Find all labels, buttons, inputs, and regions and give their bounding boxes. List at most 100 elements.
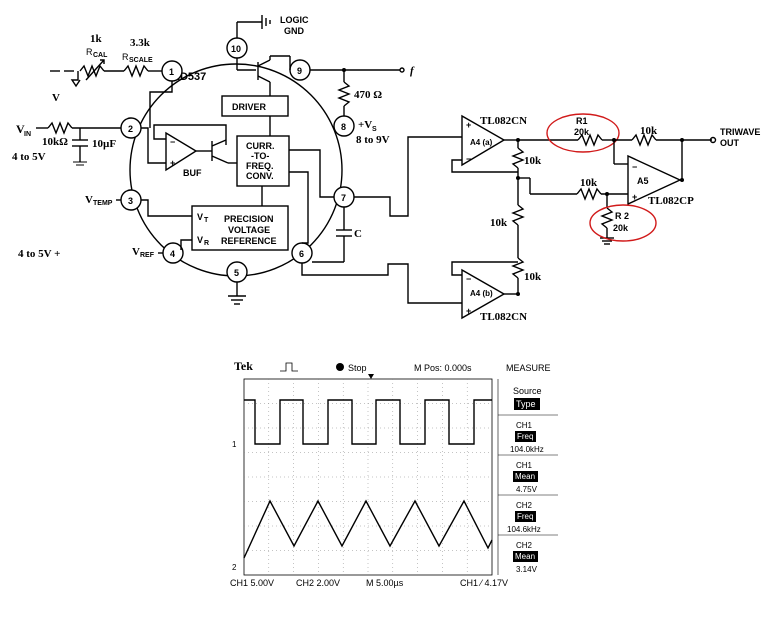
resistor-ladder (504, 139, 525, 295)
ref-label-2: VOLTAGE (228, 225, 270, 235)
measure-2-value: Mean (515, 472, 535, 481)
ch1-square-wave-trace (244, 399, 492, 445)
m-pos-readout: M Pos: 0.000s (414, 363, 472, 373)
circuit-schematic: AD537 LOGIC GND 10 1 9 2 8 3 7 4 6 5 (12, 15, 760, 323)
trigger-readout: CH1 ⁄ 4.17V (460, 578, 508, 588)
trigger-pulse-icon (280, 362, 298, 372)
conv-label-4: CONV. (246, 171, 274, 181)
rscale-value: 3.3k (130, 37, 151, 49)
f-output-terminal (399, 67, 405, 73)
vr-sub: R (204, 240, 209, 247)
svg-text:−: − (170, 137, 175, 147)
measure-4-label: CH2 (516, 541, 533, 550)
output-transistor (236, 55, 291, 96)
vref-sub: REF (140, 252, 155, 259)
a5-input-resistor-value: 10k (580, 177, 598, 189)
pin-9: 9 (297, 66, 302, 76)
vs-range: 8 to 9V (356, 134, 390, 146)
measure-1-label: CH1 (516, 421, 533, 430)
logic-gnd-label-2: GND (284, 26, 305, 36)
vt-label: V (197, 212, 203, 222)
ch1-marker: 1 (232, 440, 237, 449)
rcal-sub: CAL (93, 52, 108, 59)
pin-2: 2 (128, 124, 133, 134)
measure-0-label: Source (513, 386, 542, 396)
measure-panel: Source Type CH1 Freq 104.0kHz CH1 Mean 4… (497, 379, 558, 575)
ic-bottom-label: TL082CN (480, 311, 527, 323)
rcal-resistor (50, 59, 105, 81)
r2-highlight (589, 204, 657, 242)
pullup-resistor-value: 470 Ω (354, 89, 382, 101)
conv-label-2: -TO- (251, 151, 269, 161)
ic-top-label: TL082CN (480, 115, 527, 127)
svg-text:+: + (466, 120, 471, 130)
pin-5: 5 (234, 268, 239, 278)
ref-label-3: REFERENCE (221, 236, 277, 246)
measure-3-value: Freq (517, 512, 533, 521)
measure-3-label: CH2 (516, 501, 533, 510)
vref-label: V (132, 246, 140, 258)
svg-text:+: + (170, 158, 175, 168)
logic-gnd-symbol (236, 15, 271, 38)
graticule-grid (244, 379, 492, 575)
opamp-a4a-label: A4 (a) (470, 138, 493, 147)
opamp-a4b: − + (461, 268, 506, 320)
opamp-a5-label: A5 (637, 176, 649, 186)
conv-label-3: FREQ. (246, 161, 274, 171)
pin-4: 4 (170, 249, 175, 259)
r1-value: 20k (574, 127, 590, 137)
measure-4-value: Mean (515, 552, 535, 561)
rcal-wiper (70, 71, 81, 88)
vtemp-sub: TEMP (93, 200, 113, 207)
pin-10: 10 (231, 44, 241, 54)
ch2-marker: 2 (232, 563, 237, 572)
buf-opamp: − + (165, 131, 198, 172)
svg-text:+: + (632, 192, 637, 202)
pin-7: 7 (341, 193, 346, 203)
opamp-a4a: + − (461, 114, 506, 167)
stop-indicator-icon (336, 363, 344, 371)
input-capacitor-value: 10µF (92, 138, 116, 150)
opamp-a5: − + (627, 154, 682, 206)
measure-3-reading: 104.6kHz (507, 525, 541, 534)
pin5-ground-symbol (228, 282, 246, 305)
buf-label: BUF (183, 168, 202, 178)
a5-input-resistor (576, 187, 628, 201)
svg-text:+: + (466, 306, 471, 316)
triwave-terminal (709, 136, 717, 144)
r1-name: R1 (576, 116, 588, 126)
ch2-scale: CH2 2.00V (296, 578, 340, 588)
feedback-resistor-value: 10k (640, 125, 658, 137)
rcal-name: R (86, 47, 93, 57)
driver-label: DRIVER (232, 102, 267, 112)
driver-block (221, 95, 289, 117)
vtemp-label: V (85, 194, 93, 206)
svg-text:−: − (632, 162, 637, 172)
vin-label: V (16, 122, 25, 136)
pin-3: 3 (128, 196, 133, 206)
reference-block (191, 205, 289, 251)
input-capacitor (72, 128, 88, 166)
measure-1-value: Freq (517, 432, 533, 441)
curr-to-freq-block (236, 135, 290, 187)
run-state: Stop (348, 363, 367, 373)
pin-6: 6 (299, 249, 304, 259)
vs-sub: S (372, 126, 377, 133)
rscale-name: R (122, 52, 129, 62)
rcal-value: 1k (90, 33, 103, 45)
opamp-a4b-label: A4 (b) (470, 289, 493, 298)
ladder-r3-value: 10k (524, 271, 542, 283)
vt-sub: T (204, 217, 209, 224)
input-resistor-value: 10kΩ (42, 136, 68, 148)
ref-label-1: PRECISION (224, 214, 274, 224)
vs-label: +V (358, 119, 372, 131)
conv-label-1: CURR. (246, 141, 275, 151)
svg-text:−: − (466, 274, 471, 284)
timing-capacitor-label: C (354, 228, 362, 240)
triwave-label-1: TRIWAVE (720, 127, 760, 137)
timing-capacitor (312, 207, 352, 263)
rscale-resistor (104, 64, 162, 78)
vr-label: V (197, 235, 203, 245)
ch1-scale: CH1 5.00V (230, 578, 274, 588)
ic-right-label: TL082CP (648, 195, 694, 207)
